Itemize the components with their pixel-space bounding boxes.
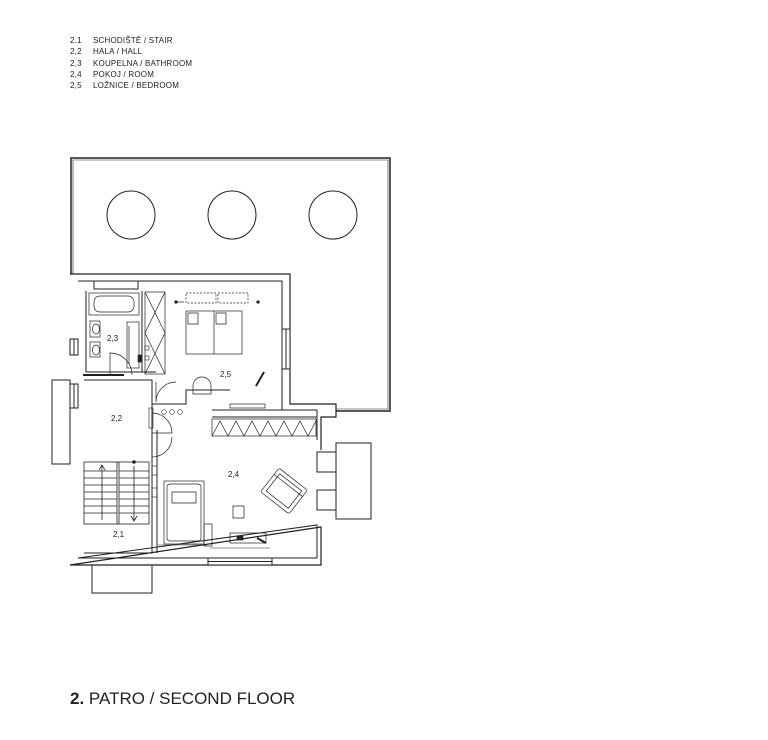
floor-title: 2. PATRO / SECOND FLOOR xyxy=(70,689,295,709)
legend-number: 2,2 xyxy=(70,47,82,57)
legend-row: 2,5 LOŽNICE / BEDROOM xyxy=(70,80,192,91)
legend-label: POKOJ / ROOM xyxy=(93,69,155,79)
chair xyxy=(192,376,212,395)
legend-label: KOUPELNA / BATHROOM xyxy=(93,58,193,68)
legend-number: 2,5 xyxy=(70,81,82,91)
doors xyxy=(109,352,330,458)
wardrobe xyxy=(144,291,166,375)
legend-row: 2,4 POKOJ / ROOM xyxy=(70,69,192,80)
room-label-bathroom: 2,3 xyxy=(107,334,119,343)
roof-terrace xyxy=(70,157,391,412)
west-balcony xyxy=(51,379,71,465)
room-furniture xyxy=(163,418,317,547)
legend-label: SCHODIŠTĚ / STAIR xyxy=(93,36,173,45)
bathtub xyxy=(88,292,140,316)
east-balcony xyxy=(335,442,372,520)
hall-items xyxy=(137,345,183,498)
windows xyxy=(69,280,337,566)
legend-number: 2,4 xyxy=(70,69,82,79)
single-bed xyxy=(163,480,205,545)
legend-row: 2,2 HALA / HALL xyxy=(70,46,192,57)
floor-name: PATRO / SECOND FLOOR xyxy=(84,689,296,708)
legend-row: 2.1 SCHODIŠTĚ / STAIR xyxy=(70,35,192,46)
desk-shelf xyxy=(229,403,266,409)
legend-number: 2.1 xyxy=(70,36,82,45)
bedroom-furniture xyxy=(144,291,266,409)
south-bay xyxy=(91,564,153,594)
built-in-wardrobe xyxy=(211,418,317,437)
armchair xyxy=(261,468,307,514)
exterior-walls xyxy=(69,273,337,566)
skylight xyxy=(207,190,257,240)
room-label-stair: 2,1 xyxy=(113,530,125,539)
nightstand xyxy=(203,523,213,547)
detail-lines xyxy=(158,544,270,549)
legend-label: HALA / HALL xyxy=(93,47,143,57)
shower xyxy=(126,321,140,369)
toilet xyxy=(89,341,101,358)
skylight xyxy=(106,190,156,240)
bathroom-fixtures xyxy=(88,292,140,369)
staircase xyxy=(83,460,150,525)
floor-number: 2. xyxy=(70,689,85,708)
legend-row: 2,3 KOUPELNA / BATHROOM xyxy=(70,58,192,69)
legend-number: 2,3 xyxy=(70,58,82,68)
room-legend: 2.1 SCHODIŠTĚ / STAIR 2,2 HALA / HALL 2,… xyxy=(70,35,192,91)
desk xyxy=(229,532,267,544)
legend-label: LOŽNICE / BEDROOM xyxy=(93,81,180,91)
room-label-bedroom: 2,5 xyxy=(220,370,232,379)
room-label-room: 2,4 xyxy=(228,470,240,479)
skylight xyxy=(308,190,358,240)
sink xyxy=(89,320,101,338)
office-chair xyxy=(232,505,245,519)
room-label-hall: 2,2 xyxy=(111,414,123,423)
